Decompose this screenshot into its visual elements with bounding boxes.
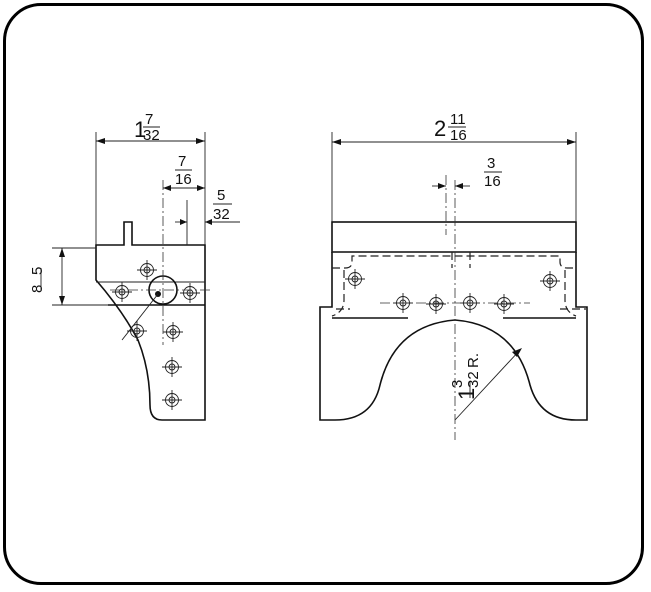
dim-front-offset-num: 3 [487,155,495,172]
dim-side-offset-b-den: 32 [213,206,230,223]
dim-front-width-den: 16 [450,127,467,144]
dim-radius-suffix: R. [465,353,482,368]
front-view: 2 11 16 3 16 1 3 32 R. [319,111,588,440]
side-bolt-4 [126,320,148,342]
front-bolt-6 [493,293,515,315]
side-bolt-6 [161,356,183,378]
side-bolt-3 [179,282,201,304]
dim-radius-leader [454,349,521,421]
dim-side-height-den: 8 [29,285,46,293]
dim-side-offset-b-num: 5 [217,187,225,204]
dim-radius-den: 32 [465,371,482,388]
side-view: 1 7 32 7 16 5 32 5 8 [29,111,240,421]
dim-radius-num: 3 [449,380,466,388]
dim-front-width-num: 11 [450,111,466,128]
front-top-plate [331,221,577,253]
side-bolt-2 [111,281,133,303]
dim-side-offset-a-num: 7 [178,153,186,170]
dim-side-width-num: 7 [145,111,153,128]
dim-side-width-den: 32 [143,127,160,144]
side-boss-leader [121,293,159,341]
front-hidden-upper [332,255,576,269]
side-bolt-1 [136,259,158,281]
drawing-frame [3,3,644,585]
front-bolt-1 [344,268,366,290]
dim-side-height-num: 5 [29,267,46,275]
dim-front-width-whole: 2 [434,116,446,141]
front-bolt-2 [539,270,561,292]
dim-side-offset-a-den: 16 [175,171,192,188]
side-bolt-5 [162,321,184,343]
side-bolt-7 [161,389,183,411]
side-view-outline [95,221,206,421]
dim-radius-whole: 1 [454,388,479,400]
dim-side-width-whole: 1 [134,117,146,142]
dim-front-offset-den: 16 [484,173,501,190]
front-bolt-4 [425,293,447,315]
